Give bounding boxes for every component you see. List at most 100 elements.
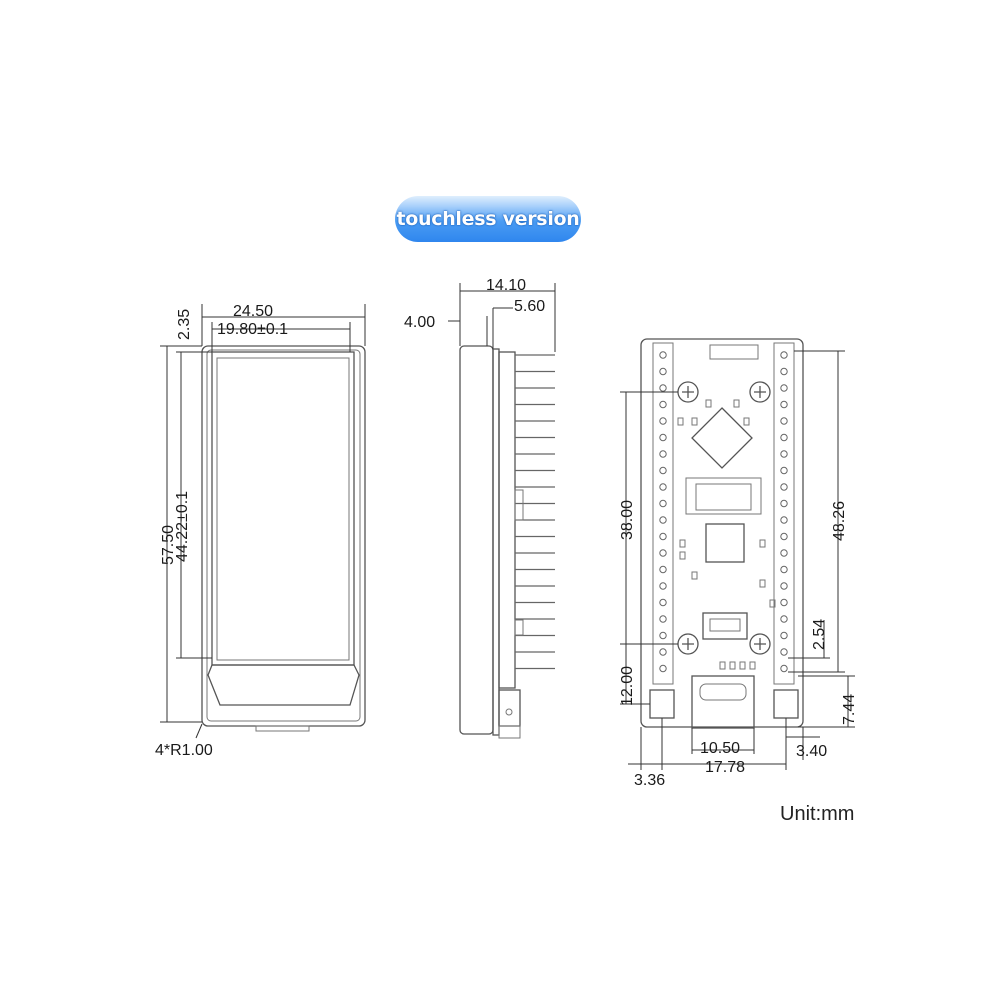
screw-top-right bbox=[749, 381, 771, 403]
dim-right-offset: 3.40 bbox=[796, 743, 827, 760]
header-pin bbox=[659, 466, 667, 475]
header-pin bbox=[659, 417, 667, 425]
dim-side-depth: 14.10 bbox=[486, 277, 526, 294]
smd-part bbox=[739, 661, 746, 670]
back-header-left bbox=[652, 342, 674, 685]
back-header-right bbox=[773, 342, 795, 685]
header-pin bbox=[780, 565, 788, 574]
side-pins bbox=[515, 354, 555, 670]
side-view: 14.10 4.00 5.60 bbox=[404, 277, 556, 739]
psram-chip bbox=[705, 523, 745, 563]
dim-bottom-hole: 12.00 bbox=[619, 666, 636, 706]
smd-part bbox=[719, 661, 726, 670]
leader-line bbox=[195, 723, 203, 739]
header-pin bbox=[780, 400, 788, 409]
smd-part bbox=[733, 399, 740, 408]
dim-header-length: 48.26 bbox=[831, 501, 848, 541]
back-view: 38.00 48.26 2.54 12.00 7.44 10.5 bbox=[619, 338, 858, 789]
top-connector bbox=[709, 344, 759, 360]
header-pin bbox=[659, 598, 667, 607]
smd-part bbox=[769, 599, 776, 608]
dim-screen-height: 44.22±0.1 bbox=[174, 491, 191, 562]
header-pin bbox=[780, 549, 788, 557]
battery-connector bbox=[702, 612, 748, 640]
header-pin bbox=[780, 582, 788, 590]
smd-part bbox=[679, 539, 686, 548]
header-pin bbox=[780, 351, 788, 359]
front-bezel bbox=[206, 349, 361, 722]
dim-front-height: 57.50 bbox=[160, 525, 177, 565]
reset-button bbox=[773, 689, 799, 719]
header-pin bbox=[659, 631, 667, 640]
smd-components bbox=[677, 399, 776, 670]
header-pin bbox=[659, 582, 667, 590]
mcu-chip bbox=[691, 407, 753, 469]
dim-top-offset: 2.35 bbox=[176, 309, 193, 340]
front-chin bbox=[207, 664, 360, 706]
screw-top-left bbox=[677, 381, 699, 403]
header-pin bbox=[659, 367, 667, 376]
smd-part bbox=[743, 417, 750, 426]
dim-screen-width: 19.80±0.1 bbox=[217, 321, 288, 338]
header-pin bbox=[780, 516, 788, 524]
flash-chip bbox=[685, 477, 762, 515]
dim-usb-width: 10.50 bbox=[700, 740, 740, 757]
dim-hole-spacing-v: 38.00 bbox=[619, 500, 636, 540]
header-pin bbox=[659, 532, 667, 541]
front-view: 24.50 19.80±0.1 2.35 57.50 44.22±0.1 4*R… bbox=[155, 303, 366, 759]
front-screen-inner bbox=[216, 357, 350, 661]
usb-c-inner bbox=[699, 683, 747, 701]
header-pin bbox=[659, 516, 667, 524]
header-pin bbox=[659, 400, 667, 409]
header-pin bbox=[780, 598, 788, 607]
header-pin bbox=[659, 499, 667, 508]
dim-side-thickness: 4.00 bbox=[404, 314, 435, 331]
header-pin bbox=[780, 417, 788, 425]
side-connector bbox=[514, 619, 524, 636]
side-header bbox=[498, 351, 516, 689]
screw-bottom-right bbox=[749, 633, 771, 655]
front-screen bbox=[211, 351, 355, 666]
side-button bbox=[498, 689, 521, 727]
dim-corner-radius: 4*R1.00 bbox=[155, 742, 213, 759]
version-badge: touchless version bbox=[395, 196, 581, 242]
side-button-cap bbox=[505, 708, 513, 716]
dim-pin-pitch: 2.54 bbox=[811, 619, 828, 650]
header-pin bbox=[780, 631, 788, 640]
smd-part bbox=[749, 661, 756, 670]
header-pin bbox=[659, 384, 667, 392]
header-pin bbox=[780, 664, 788, 673]
side-screen-body bbox=[459, 345, 494, 735]
back-outline bbox=[640, 338, 804, 728]
side-connector bbox=[514, 489, 524, 521]
dim-side-pin-length: 5.60 bbox=[514, 298, 545, 315]
smd-part bbox=[729, 661, 736, 670]
smd-part bbox=[759, 539, 766, 548]
unit-label: Unit:mm bbox=[780, 803, 855, 825]
header-pin bbox=[780, 615, 788, 623]
dim-front-width: 24.50 bbox=[233, 303, 273, 320]
header-pin bbox=[780, 384, 788, 392]
usb-c-port bbox=[691, 675, 755, 729]
smd-part bbox=[679, 551, 686, 560]
dim-left-offset: 3.36 bbox=[634, 772, 665, 789]
side-pcb bbox=[492, 348, 500, 736]
header-pin bbox=[780, 450, 788, 458]
dim-button-height: 7.44 bbox=[841, 694, 858, 725]
header-pin bbox=[659, 483, 667, 491]
header-pin bbox=[780, 499, 788, 508]
smd-part bbox=[677, 417, 684, 426]
boot-button bbox=[649, 689, 675, 719]
header-pin bbox=[659, 648, 667, 656]
smd-part bbox=[705, 399, 712, 408]
side-usb bbox=[498, 725, 521, 739]
header-pin bbox=[659, 664, 667, 673]
smd-part bbox=[759, 579, 766, 588]
front-outline bbox=[201, 345, 366, 727]
header-pin bbox=[659, 433, 667, 442]
header-pin bbox=[780, 648, 788, 656]
header-pin bbox=[659, 549, 667, 557]
battery-connector-inner bbox=[709, 618, 741, 632]
